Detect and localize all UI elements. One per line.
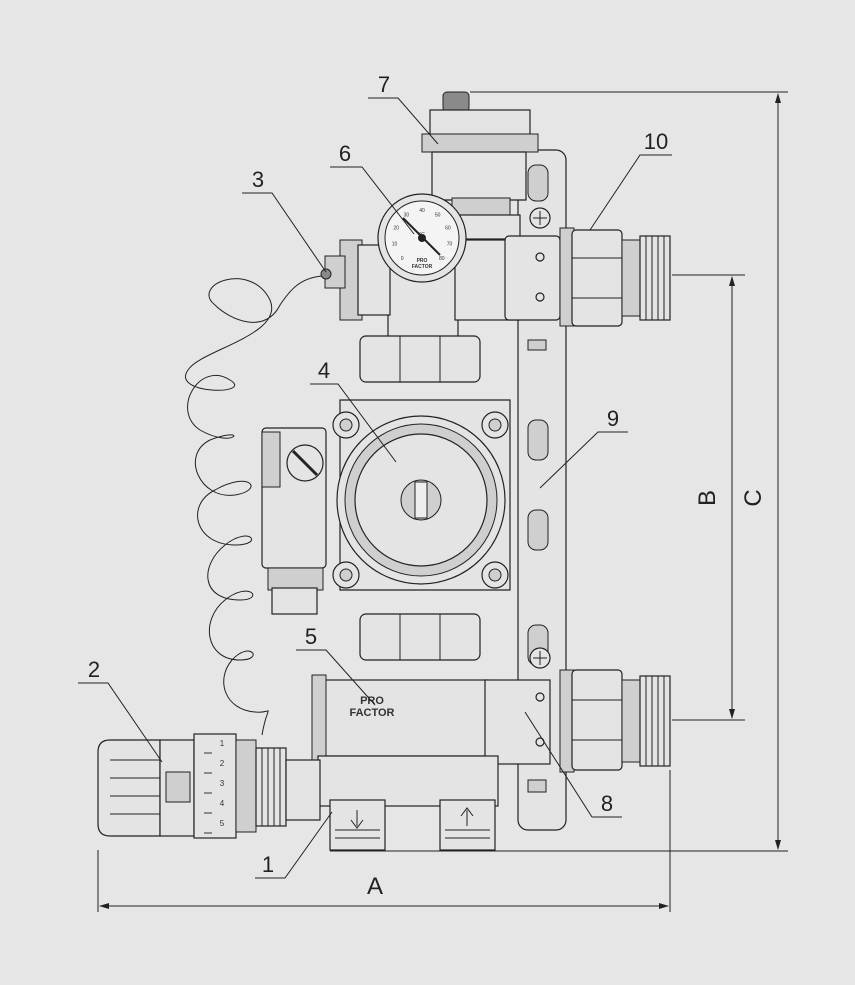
callout-labels: 1 2 3 4 5 6 7 8 9 10 xyxy=(88,72,668,877)
callout-leaders xyxy=(78,97,672,879)
thermometer-scale-60: 60 xyxy=(445,225,451,231)
callout-8: 8 xyxy=(601,791,613,816)
thermostat-scale-1: 1 xyxy=(220,739,225,748)
thermometer-scale-70: 70 xyxy=(447,242,453,248)
callout-5: 5 xyxy=(305,624,317,649)
thermostatic-head: 1 2 3 4 5 xyxy=(97,733,321,839)
thermostat-scale-3: 3 xyxy=(220,779,225,788)
lower-pump-nut xyxy=(359,613,481,661)
callout-3: 3 xyxy=(252,167,264,192)
thermometer-scale-40: 40 xyxy=(419,208,425,214)
brand-logo-line1: PRO xyxy=(360,695,384,707)
dimension-b-label: B xyxy=(694,490,721,506)
lower-union xyxy=(559,669,671,773)
callout-9: 9 xyxy=(607,406,619,431)
manifold-base xyxy=(317,755,499,851)
thermostat-scale-4: 4 xyxy=(220,799,225,808)
thermometer-brand-line1: PRO xyxy=(417,258,428,264)
thermometer-scale-80: 80 xyxy=(439,256,445,262)
callout-2: 2 xyxy=(88,657,100,682)
dimension-lines xyxy=(97,91,788,912)
thermometer-brand-line2: FACTOR xyxy=(412,264,433,270)
thermometer-scale-20: 20 xyxy=(393,225,399,231)
callout-4: 4 xyxy=(318,358,330,383)
thermostat-scale-2: 2 xyxy=(220,759,225,768)
brand-logo-line2: FACTOR xyxy=(349,707,394,719)
callout-6: 6 xyxy=(339,141,351,166)
callout-10: 10 xyxy=(644,129,668,154)
pump-terminal-box xyxy=(261,427,327,615)
thermometer-scale-30: 30 xyxy=(404,213,410,219)
upper-union xyxy=(504,227,671,327)
upper-pump-nut xyxy=(359,335,481,383)
dimension-a-label: A xyxy=(367,873,383,900)
mixing-valve-body: PRO FACTOR xyxy=(311,674,551,765)
callout-7: 7 xyxy=(378,72,390,97)
air-vent xyxy=(421,91,539,240)
capillary-tube xyxy=(185,275,323,736)
thermometer-scale-50: 50 xyxy=(435,213,441,219)
circulation-pump xyxy=(332,399,511,591)
dimension-c-label: C xyxy=(740,489,767,506)
thermometer-scale-0: 0 xyxy=(401,256,404,262)
thermostat-scale-5: 5 xyxy=(220,819,225,828)
callout-1: 1 xyxy=(262,852,274,877)
thermometer-scale-10: 10 xyxy=(392,242,398,248)
